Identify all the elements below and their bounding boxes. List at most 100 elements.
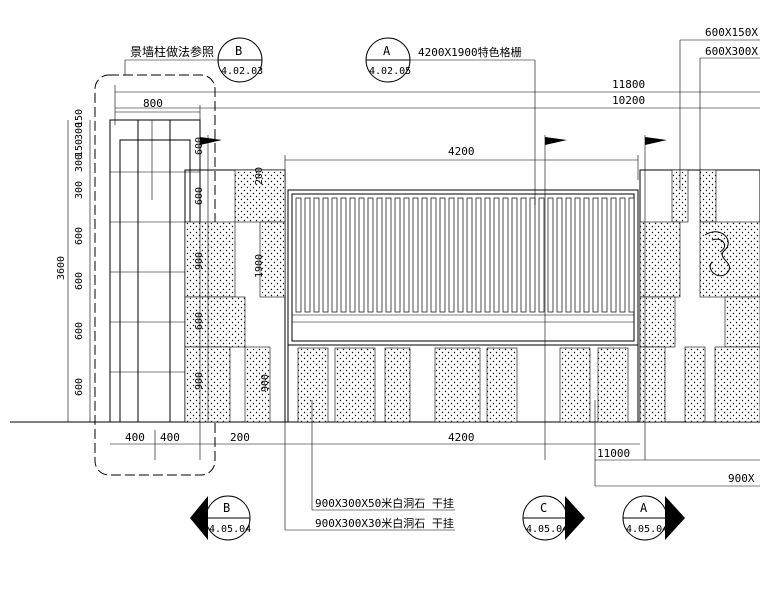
stack-dim-label: 600	[74, 378, 85, 396]
grille-bar	[340, 197, 347, 313]
grille-bar	[529, 197, 536, 313]
material-600x150: 600X150X	[705, 26, 758, 39]
section-marker-b	[190, 495, 251, 541]
dim-900-mid: 900	[260, 374, 271, 392]
stack-dim-label: 150	[74, 109, 85, 127]
wall-900-label: 900	[194, 372, 205, 390]
callout-top-a-letter: A	[383, 44, 391, 58]
grille-bar	[538, 197, 545, 313]
callout-top-b-ref: 4.02.03	[221, 66, 263, 77]
grille-bar	[475, 197, 482, 313]
wall-600-label: 600	[194, 187, 205, 205]
right-material-leaders	[679, 39, 760, 190]
stack-dim-label: 300	[74, 181, 85, 199]
callout-top-b	[124, 37, 263, 83]
bottom-dimensions	[110, 430, 760, 487]
dim-4200-bottom: 4200	[448, 431, 475, 444]
stone-wall-right	[639, 169, 760, 423]
dim-4200-top: 4200	[448, 145, 475, 158]
grille-bar	[385, 197, 392, 313]
grille-bar	[304, 197, 311, 313]
grille-bar	[295, 197, 302, 313]
grille-bar	[367, 197, 374, 313]
section-a-letter: A	[640, 501, 648, 515]
grille-bar	[430, 197, 437, 313]
feature-grille	[287, 189, 639, 346]
section-marker-c	[522, 495, 585, 541]
grille-bar	[565, 197, 572, 313]
grille-bar	[493, 197, 500, 313]
stack-dim-label: 150	[74, 139, 85, 157]
stack-dim-label: 600	[74, 227, 85, 245]
dim-11000: 11000	[597, 447, 630, 460]
top-dimensions	[114, 85, 760, 180]
callout-top-a	[365, 37, 536, 205]
stack-dim-label: 600	[74, 272, 85, 290]
grille-bar	[358, 197, 365, 313]
stack-dim-label: 300	[74, 122, 85, 140]
grille-bar	[439, 197, 446, 313]
grille-bar	[520, 197, 527, 313]
left-dimensions	[62, 120, 209, 423]
dim-10200: 10200	[612, 94, 645, 107]
wall-900-label: 900	[194, 252, 205, 270]
grille-bar	[403, 197, 410, 313]
dim-800: 800	[143, 97, 163, 110]
section-b-letter: B	[223, 501, 230, 515]
stone-spec-30: 900X300X30米白洞石 干挂	[315, 516, 454, 530]
dim-400-right: 400	[160, 431, 180, 444]
label-900x-right: 900X	[728, 472, 755, 485]
stone-panels-lower	[287, 344, 639, 423]
grille-spec-label: 4200X1900特色格栅	[418, 45, 522, 59]
grille-bar	[619, 197, 626, 313]
grille-bar	[502, 197, 509, 313]
section-c-letter: C	[540, 501, 547, 515]
grille-bar	[421, 197, 428, 313]
wall-600-label: 600	[194, 137, 205, 155]
grille-bar	[583, 197, 590, 313]
grille-bar	[313, 197, 320, 313]
wall-600-label: 600	[194, 312, 205, 330]
grille-bar	[412, 197, 419, 313]
grille-bar	[466, 197, 473, 313]
grille-bar	[610, 197, 617, 313]
dim-400-left: 400	[125, 431, 145, 444]
dim-200-bottom: 200	[230, 431, 250, 444]
dim-200-top: 200	[254, 167, 265, 185]
grille-bar	[349, 197, 356, 313]
callout-top-b-letter: B	[235, 44, 242, 58]
dim-1900: 1900	[254, 254, 265, 278]
grille-bar	[376, 197, 383, 313]
right-column-labels: 600 600 600 900 900	[194, 137, 205, 390]
callout-top-a-ref: 4.02.05	[369, 66, 411, 77]
pillar-reference-label: 景墙柱做法参照	[130, 44, 214, 59]
grille-bar	[628, 197, 635, 313]
grille-bar	[574, 197, 581, 313]
material-600x300: 600X300X	[705, 45, 758, 58]
grille-bar	[601, 197, 608, 313]
section-flags	[199, 135, 667, 460]
section-marker-a	[622, 495, 685, 541]
grille-bar	[592, 197, 599, 313]
dim-3600: 3600	[56, 256, 67, 280]
grille-bar	[484, 197, 491, 313]
grille-bar	[331, 197, 338, 313]
stack-dim-label: 600	[74, 322, 85, 340]
grille-bar	[457, 197, 464, 313]
section-c-ref: 4.05.04	[526, 524, 568, 535]
stack-dim-label: 300	[74, 154, 85, 172]
dim-11800: 11800	[612, 78, 645, 91]
stone-material-leaders	[284, 400, 596, 531]
grille-bar	[547, 197, 554, 313]
grille-bar	[394, 197, 401, 313]
section-a-ref: 4.05.04	[626, 524, 668, 535]
grille-bar	[448, 197, 455, 313]
grille-bar	[511, 197, 518, 313]
stone-wall-left	[184, 169, 286, 423]
section-b-ref: 4.05.04	[209, 524, 251, 535]
grille-bar	[322, 197, 329, 313]
grille-bar	[556, 197, 563, 313]
stone-spec-50: 900X300X50米白洞石 干挂	[315, 496, 454, 510]
